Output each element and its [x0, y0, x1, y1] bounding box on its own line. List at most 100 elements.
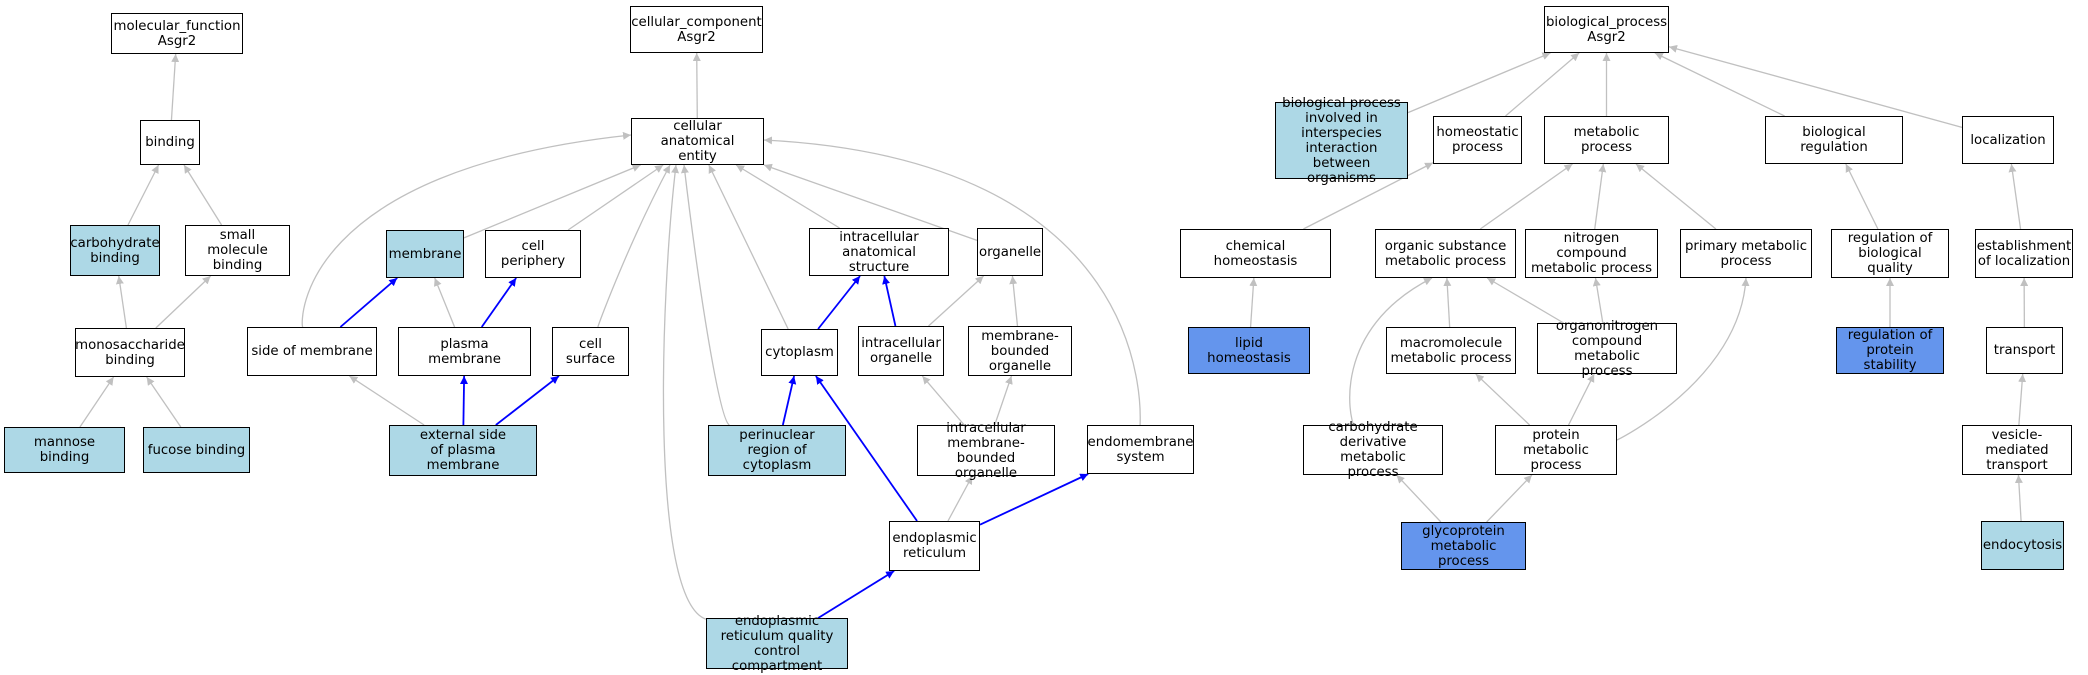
go-node-glycoprotein: glycoprotein metabolic process	[1401, 522, 1526, 570]
edge-bp_interspecies-to-bp_root	[1407, 52, 1551, 114]
go-node-metabolic: metabolic process	[1544, 116, 1669, 164]
edge-protein_metab-to-primary	[1616, 277, 1750, 441]
go-node-endomembrane: endomembrane system	[1087, 425, 1194, 474]
edge-reg_bio_quality-to-bio_regulation	[1845, 163, 1879, 230]
go-node-cae: cellular anatomical entity	[631, 118, 764, 165]
edge-side_membrane-to-membrane	[339, 277, 398, 328]
edge-endomembrane-to-cae	[763, 136, 1141, 426]
edge-cae-to-cc_root	[692, 52, 701, 119]
go-node-intra-organelle: intracellular organelle	[858, 326, 944, 376]
go-node-primary: primary metabolic process	[1680, 229, 1812, 278]
go-node-organic-sub: organic substance metabolic process	[1375, 229, 1516, 278]
edge-establish_loc-to-localization	[2008, 163, 2022, 230]
edge-chem_homeostasis-to-homeostatic	[1303, 162, 1434, 230]
go-node-organelle: organelle	[977, 228, 1043, 276]
edge-side_membrane-to-cae	[301, 131, 632, 328]
go-node-cytoplasm: cytoplasm	[761, 329, 838, 376]
go-node-membrane: membrane	[386, 230, 464, 278]
go-node-nitrogen: nitrogen compound metabolic process	[1525, 229, 1658, 278]
go-node-plasma-membrane: plasma membrane	[398, 327, 531, 376]
edge-erqc-to-cae	[662, 164, 707, 620]
go-node-transport: transport	[1986, 327, 2063, 374]
go-node-localization: localization	[1962, 116, 2054, 164]
go-node-er: endoplasmic reticulum	[889, 521, 980, 571]
go-node-bp-root: biological_process Asgr2	[1544, 6, 1669, 53]
edge-cytoplasm-to-cae	[708, 164, 789, 330]
edge-glycoprotein-to-protein_metab	[1486, 474, 1533, 523]
edge-protein_metab-to-organonitrogen	[1567, 373, 1595, 426]
go-node-small-mol: small molecule binding	[185, 225, 290, 276]
go-node-organonitrogen: organonitrogen compound metabolic proces…	[1537, 319, 1677, 379]
go-node-binding: binding	[140, 120, 200, 165]
edge-ext_side_pm-to-cell_surface	[495, 375, 560, 426]
go-node-macromolecule: macromolecule metabolic process	[1386, 327, 1516, 374]
go-node-ias: intracellular anatomical structure	[809, 228, 949, 276]
edge-mono_binding-to-carb_binding	[115, 275, 128, 329]
go-node-carb-binding: carbohydrate binding	[70, 225, 160, 276]
edge-macromolecule-to-organic_sub	[1443, 277, 1452, 328]
edge-ext_side_pm-to-side_membrane	[349, 375, 425, 426]
edge-cell_surface-to-cae	[597, 164, 671, 328]
edge-cytoplasm-to-ias	[817, 275, 861, 330]
edge-binding-to-mf_root	[170, 53, 180, 121]
go-node-homeostatic: homeostatic process	[1433, 116, 1522, 164]
edge-imb_organelle-to-intra_organelle	[921, 375, 965, 426]
edge-vesicle-to-transport	[2018, 373, 2027, 426]
edge-organonitrogen-to-organic_sub	[1486, 277, 1564, 324]
edge-fucose-to-mono_binding	[146, 376, 182, 428]
go-node-fucose: fucose binding	[143, 427, 250, 473]
go-node-bp-interspecies: biological process involved in interspec…	[1275, 96, 1408, 186]
edge-localization-to-bp_root	[1668, 44, 1963, 128]
go-node-reg-protein-stab: regulation of protein stability	[1836, 327, 1944, 374]
edge-glycoprotein-to-carb_deriv	[1396, 474, 1442, 523]
go-node-vesicle: vesicle-mediated transport	[1962, 425, 2072, 475]
go-node-carb-deriv: carbohydrate derivative metabolic proces…	[1303, 420, 1443, 480]
go-node-side-membrane: side of membrane	[247, 327, 377, 376]
edge-bio_regulation-to-bp_root	[1654, 52, 1785, 117]
go-node-cell-surface: cell surface	[552, 327, 629, 376]
edge-primary-to-metabolic	[1635, 163, 1717, 230]
edge-endocytosis-to-vesicle	[2014, 474, 2023, 522]
edge-membrane-to-cae	[463, 164, 641, 239]
edge-mb_organelle-to-organelle	[1009, 275, 1019, 327]
edge-erqc-to-er	[817, 570, 895, 619]
go-node-bio-regulation: biological regulation	[1765, 116, 1903, 164]
edge-mono_binding-to-small_mol	[155, 275, 212, 329]
go-node-perinuclear: perinuclear region of cytoplasm	[708, 425, 846, 476]
go-node-protein-metab: protein metabolic process	[1495, 425, 1617, 475]
edge-small_mol-to-binding	[183, 164, 223, 226]
edge-organelle-to-cae	[763, 163, 978, 241]
edge-cell_periphery-to-cae	[567, 164, 664, 231]
edge-carb_binding-to-binding	[127, 164, 160, 226]
edge-plasma_membrane-to-membrane	[434, 277, 456, 328]
edge-perinuclear-to-cytoplasm	[781, 375, 797, 426]
go-node-cell-periphery: cell periphery	[485, 230, 581, 278]
edge-mannose-to-mono_binding	[79, 376, 115, 428]
edge-plasma_membrane-to-cell_periphery	[480, 277, 517, 328]
go-node-ext-side-pm: external side of plasma membrane	[389, 425, 537, 476]
go-node-mf-root: molecular_function Asgr2	[111, 13, 243, 54]
edge-er-to-endomembrane	[979, 473, 1089, 526]
edge-perinuclear-to-cae	[680, 164, 730, 426]
go-node-establish-loc: establishment of localization	[1975, 229, 2073, 278]
edge-organonitrogen-to-nitrogen	[1592, 277, 1604, 324]
go-node-mb-organelle: membrane-bounded organelle	[968, 326, 1072, 376]
edge-ext_side_pm-to-plasma_membrane	[460, 375, 469, 426]
go-node-mannose: mannose binding	[4, 427, 125, 473]
edge-ias-to-cae	[735, 164, 840, 229]
go-node-erqc: endoplasmic reticulum quality control co…	[706, 614, 848, 674]
edge-protein_metab-to-macromolecule	[1475, 373, 1531, 426]
edge-nitrogen-to-metabolic	[1594, 163, 1607, 230]
go-node-imb-organelle: intracellular membrane-bounded organelle	[917, 421, 1055, 481]
edge-er-to-imb_organelle	[947, 475, 973, 522]
go-node-chem-homeostasis: chemical homeostasis	[1180, 229, 1331, 278]
edge-lipid_homeostasis-to-chem_homeostasis	[1249, 277, 1258, 328]
edge-organic_sub-to-metabolic	[1479, 163, 1573, 230]
edge-carb_deriv-to-organic_sub	[1349, 277, 1433, 426]
edge-imb_organelle-to-mb_organelle	[994, 375, 1013, 426]
edge-intra_organelle-to-organelle	[928, 275, 985, 327]
go-node-mono-binding: monosaccharide binding	[75, 328, 185, 377]
edge-er-to-cytoplasm	[815, 375, 918, 522]
